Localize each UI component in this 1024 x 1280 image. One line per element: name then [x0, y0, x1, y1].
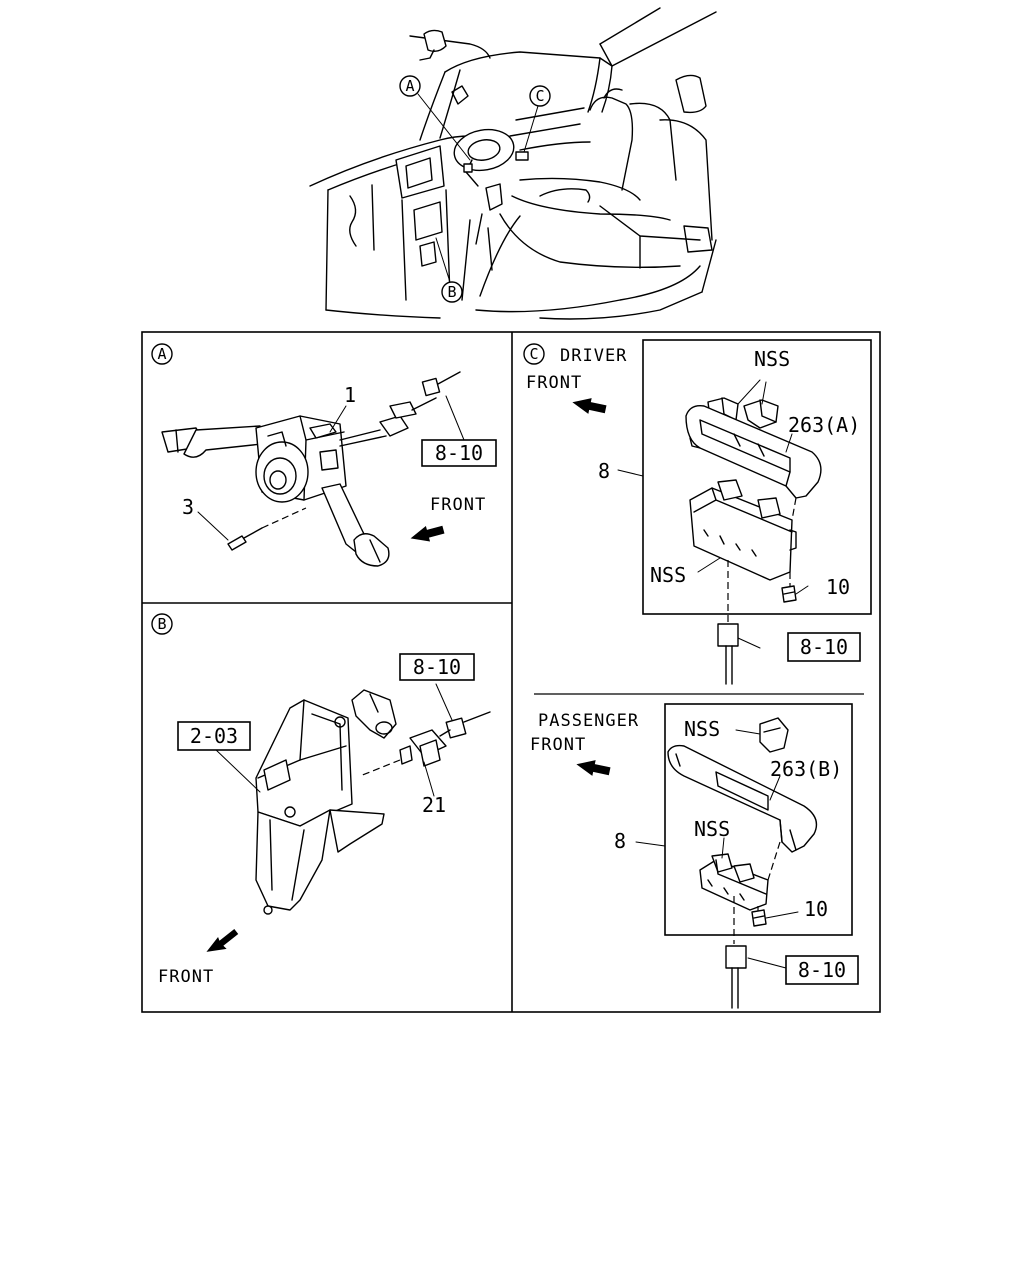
passenger-bezel-part: 263(B)	[770, 757, 842, 781]
panel-b-front-arrow-icon	[206, 929, 239, 952]
callout-b	[441, 281, 463, 303]
panel-a-callout	[151, 343, 173, 365]
panel-c-passenger-window-switch: PASSENGER FRONT NSS	[530, 703, 859, 1009]
callout-c-label: C	[535, 87, 544, 105]
driver-nss-top: NSS	[754, 347, 790, 371]
panel-a-part-3: 3	[182, 495, 194, 519]
passenger-nss-top: NSS	[684, 717, 720, 741]
passenger-assembly-frame	[664, 703, 853, 936]
panel-a-part-1: 1	[344, 383, 356, 407]
driver-ref-box-label: 8-10	[800, 635, 848, 659]
panel-a-id: A	[157, 345, 166, 363]
panel-c-driver-window-switch: C DRIVER FRONT	[523, 339, 872, 685]
panel-b-ref-box-pedal-label: 2-03	[190, 724, 238, 748]
panel-b-id: B	[157, 615, 166, 633]
panel-b-stop-lamp-switch: B 8-10 2-03 21	[151, 613, 491, 987]
panel-c-callout	[523, 343, 545, 365]
driver-ref-box	[787, 632, 861, 662]
passenger-nss-bottom: NSS	[694, 817, 730, 841]
driver-assembly-frame	[642, 339, 872, 615]
driver-screw-part: 10	[826, 575, 850, 599]
callout-a	[399, 75, 421, 97]
detail-frame	[141, 331, 881, 1013]
passenger-ref-box-label: 8-10	[798, 958, 846, 982]
panel-c-id: C	[529, 345, 538, 363]
driver-bezel-part: 263(A)	[788, 413, 860, 437]
callout-c	[529, 85, 551, 107]
passenger-ref-box	[785, 955, 859, 985]
driver-title: DRIVER	[560, 346, 627, 366]
passenger-assembly-part: 8	[614, 829, 626, 853]
panel-a-combination-switch: A 1 3	[151, 343, 497, 567]
cab-interior-overview: A B C	[309, 7, 717, 320]
driver-front-arrow-icon	[572, 398, 607, 414]
passenger-front-label: FRONT	[530, 735, 586, 755]
panel-a-front-label: FRONT	[430, 495, 486, 515]
panel-a-ref-box-label: 8-10	[435, 441, 483, 465]
panel-b-ref-box-connector-label: 8-10	[413, 655, 461, 679]
panel-b-callout	[151, 613, 173, 635]
panel-b-part-21: 21	[422, 793, 446, 817]
passenger-title: PASSENGER	[538, 711, 639, 731]
panel-b-ref-box-pedal	[177, 721, 251, 751]
panel-b-front-label: FRONT	[158, 967, 214, 987]
callout-a-label: A	[405, 77, 414, 95]
driver-assembly-part: 8	[598, 459, 610, 483]
passenger-screw-part: 10	[804, 897, 828, 921]
driver-nss-bottom: NSS	[650, 563, 686, 587]
passenger-front-arrow-icon	[576, 760, 611, 776]
panel-a-front-arrow-icon	[410, 525, 445, 542]
driver-front-label: FRONT	[526, 373, 582, 393]
panel-b-ref-box-connector	[399, 653, 475, 681]
callout-b-label: B	[447, 283, 456, 301]
panel-a-ref-box	[421, 439, 497, 467]
